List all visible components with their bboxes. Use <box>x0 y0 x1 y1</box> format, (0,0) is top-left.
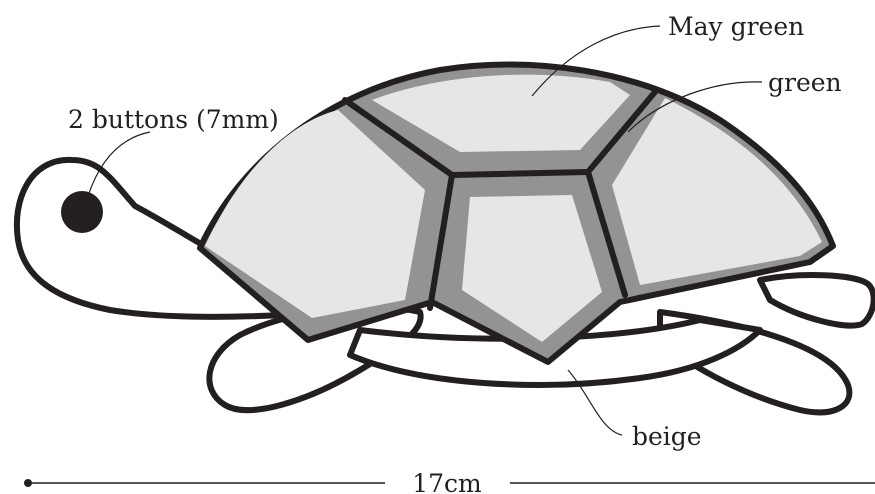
label-length: 17cm <box>412 469 482 494</box>
label-may-green: May green <box>668 12 804 41</box>
label-buttons: 2 buttons (7mm) <box>68 105 279 134</box>
back-right-flipper <box>760 275 874 325</box>
shell-seam-middle <box>452 172 588 175</box>
label-green: green <box>768 68 842 97</box>
label-beige: beige <box>632 422 702 451</box>
eye-button <box>61 191 103 233</box>
